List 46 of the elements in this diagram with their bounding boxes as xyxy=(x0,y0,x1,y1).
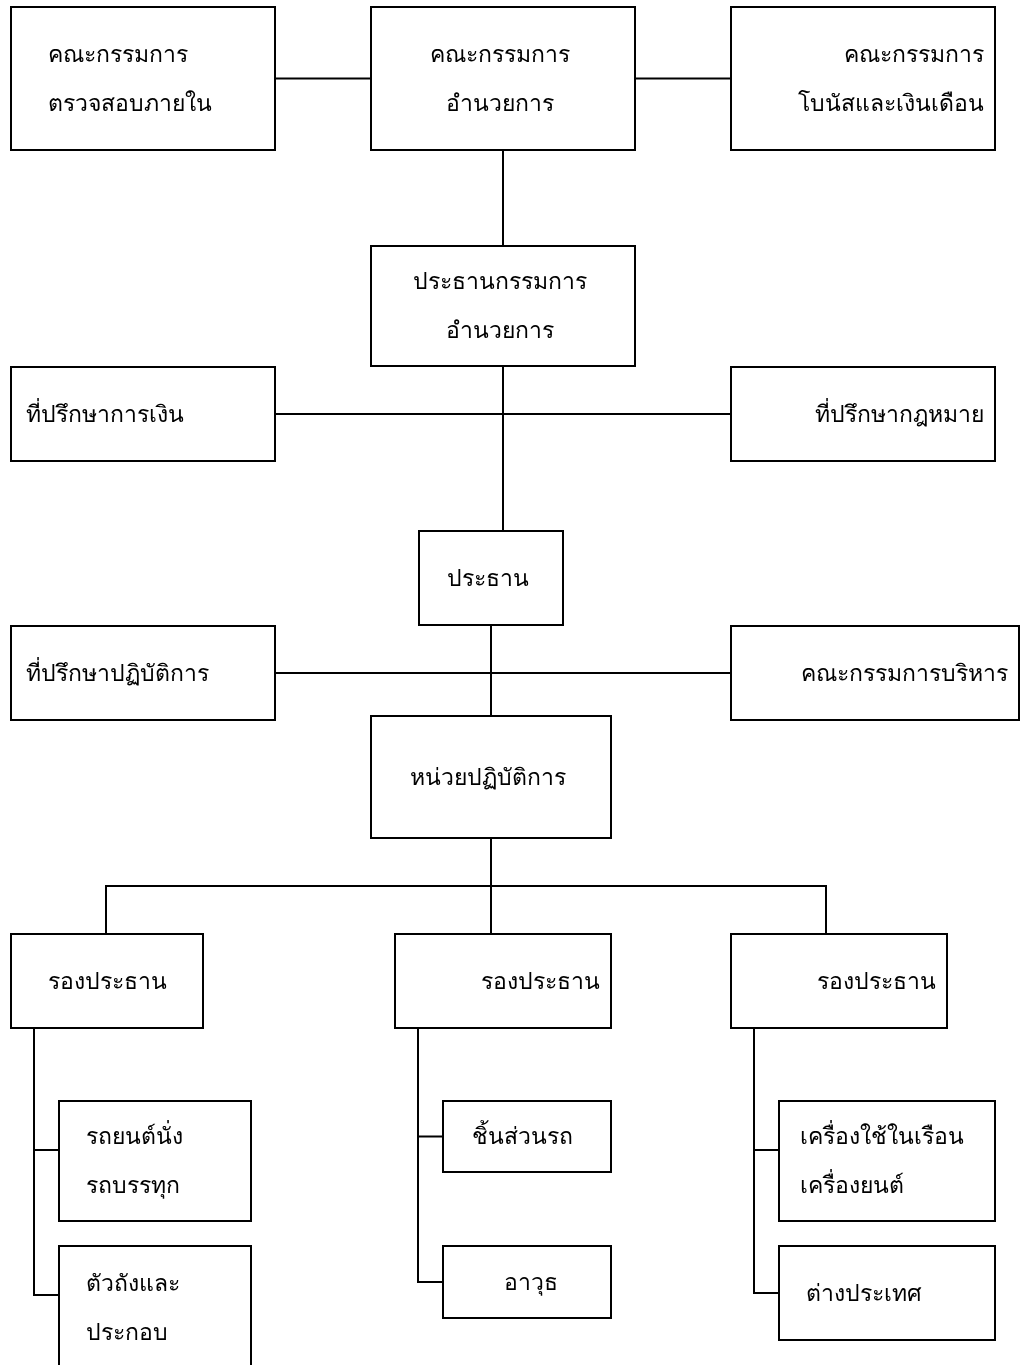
org-box xyxy=(370,245,636,367)
connector-line xyxy=(635,77,731,80)
box-text: คณะกรรมการบริหาร xyxy=(800,658,1008,688)
org-box xyxy=(730,366,996,462)
connector-line xyxy=(490,625,492,716)
org-box xyxy=(370,6,636,151)
box-text: หน่วยปฏิบัติการ xyxy=(409,762,567,792)
org-box xyxy=(778,1100,996,1222)
box-text: ประธานกรรมการ อำนวยการ xyxy=(412,267,588,345)
box-text: รองประธาน xyxy=(48,966,168,996)
connector-line xyxy=(417,1028,443,1283)
box-text: ชิ้นส่วนรถ xyxy=(472,1112,604,1161)
box-text: ต่างประเทศ xyxy=(806,1278,923,1308)
org-box xyxy=(730,6,996,151)
box-text: เครื่องใช้ในเรือน เครื่องยนต์ xyxy=(800,1112,988,1210)
connector-line xyxy=(502,366,504,531)
box-text: คณะกรรมการ อำนวยการ xyxy=(429,39,571,118)
box-text: รองประธาน xyxy=(480,966,600,996)
org-box xyxy=(58,1100,252,1222)
org-box xyxy=(730,625,1020,721)
box-text: รถยนต์นั่ง รถบรรทุก xyxy=(86,1112,244,1210)
org-box xyxy=(442,1245,612,1319)
box-text: ตัวถังและ ประกอบ xyxy=(86,1268,181,1347)
connector-line xyxy=(502,150,504,246)
box-text: ที่ปรึกษากฎหมาย xyxy=(814,397,984,429)
box-text: ที่ปรึกษาการเงิน xyxy=(26,397,185,429)
org-box xyxy=(370,715,612,839)
box-text: คณะกรรมการ โบนัสและเงินเดือน xyxy=(797,39,984,118)
connector-line xyxy=(753,1028,779,1294)
box-text: คณะกรรมการ ตรวจสอบภายใน xyxy=(48,39,213,118)
org-box xyxy=(10,625,276,721)
org-box xyxy=(10,6,276,151)
org-box xyxy=(10,366,276,462)
org-box xyxy=(418,530,564,626)
box-text: ที่ปรึกษาปฏิบัติการ xyxy=(26,656,210,688)
box-text: อาวุธ xyxy=(504,1267,559,1298)
org-box xyxy=(730,933,948,1029)
connector-line xyxy=(275,77,371,80)
org-box xyxy=(10,933,204,1029)
org-box xyxy=(442,1100,612,1173)
box-text: รองประธาน xyxy=(816,966,936,996)
box-text: ประธาน xyxy=(446,563,530,593)
connector-line xyxy=(33,1028,59,1296)
org-box xyxy=(778,1245,996,1341)
org-box xyxy=(394,933,612,1029)
org-box xyxy=(58,1245,252,1365)
